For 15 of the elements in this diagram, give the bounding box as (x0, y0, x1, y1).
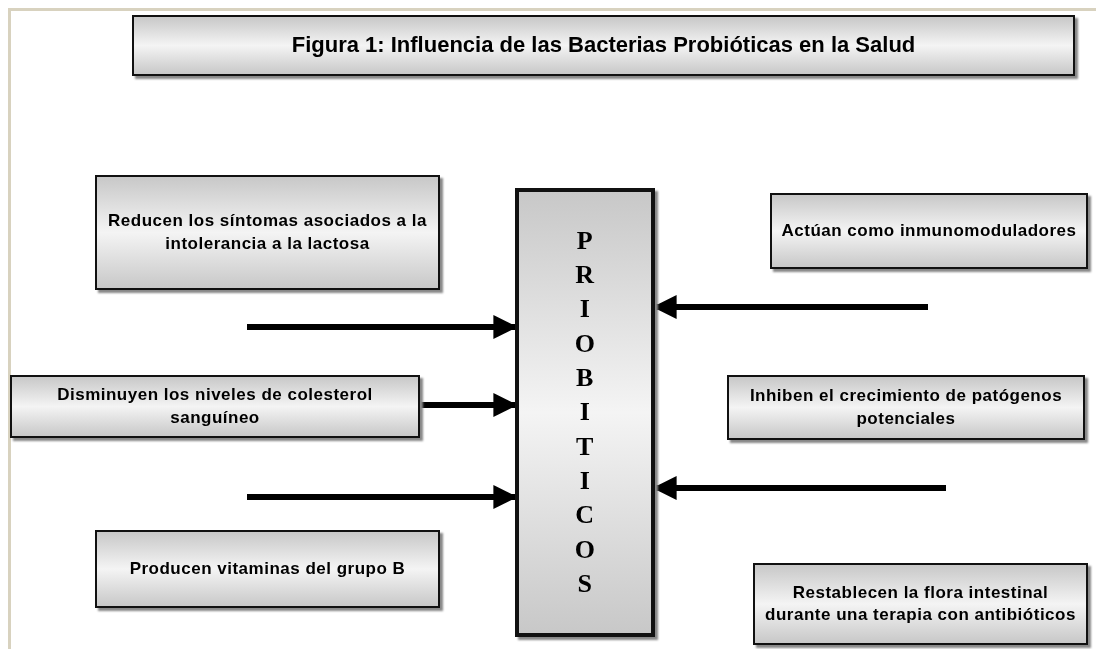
benefit-box (95, 175, 440, 290)
benefit-box (10, 375, 420, 438)
box-text: Actúan como inmunomoduladores (780, 219, 1078, 242)
benefit-box (770, 193, 1088, 269)
benefit-box (727, 375, 1085, 440)
box-text: Reducen los síntomas asociados a la intolerancia a la lactosa (107, 210, 428, 255)
box-text: Inhiben el crecimiento de patógenos potenciales (748, 385, 1064, 430)
benefit-box (753, 563, 1088, 645)
title-text: Figura 1: Influencia de las Bacterias Probióticas en la Salud (290, 31, 917, 60)
box-text: Restablecen la flora intestinal durante una terapia con antibióticos (764, 581, 1077, 626)
benefit-box (95, 530, 440, 608)
vertical-label: PRIOBITICOS (573, 224, 597, 600)
box-text: Disminuyen los niveles de colesterol sanguíneo (56, 384, 374, 429)
box-text: Producen vitaminas del grupo B (128, 557, 407, 580)
central-bar (515, 188, 655, 637)
